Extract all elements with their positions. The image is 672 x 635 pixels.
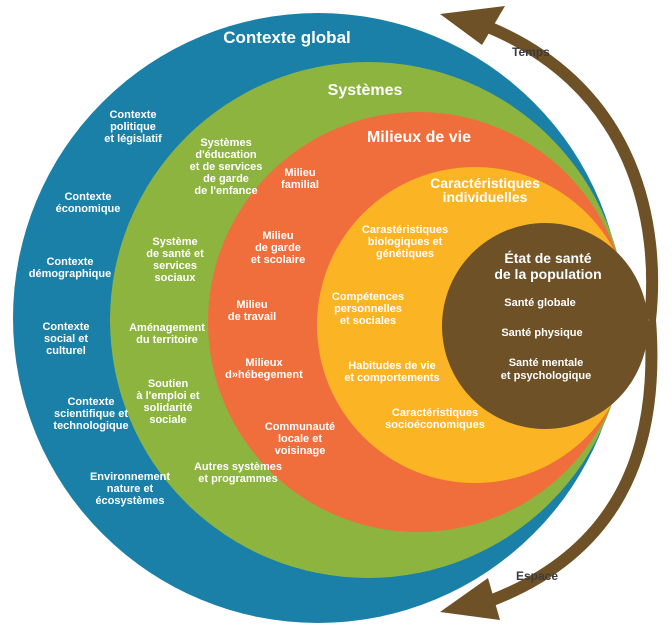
space-arrow-head-icon — [440, 578, 500, 620]
health-outcome-item: Santé physique — [501, 327, 582, 339]
time-label: Temps — [512, 45, 550, 59]
ring-population-health — [442, 223, 648, 429]
health-outcome-item: Santé globale — [504, 297, 576, 309]
space-arrow — [468, 319, 658, 614]
living-environments-title: Milieux de vie — [367, 129, 471, 146]
space-label: Espace — [516, 569, 558, 583]
global-context-title: Contexte global — [223, 28, 351, 47]
time-arrow — [467, 14, 659, 321]
systems-title: Systèmes — [328, 82, 403, 99]
time-arrow-head-icon — [440, 6, 505, 45]
